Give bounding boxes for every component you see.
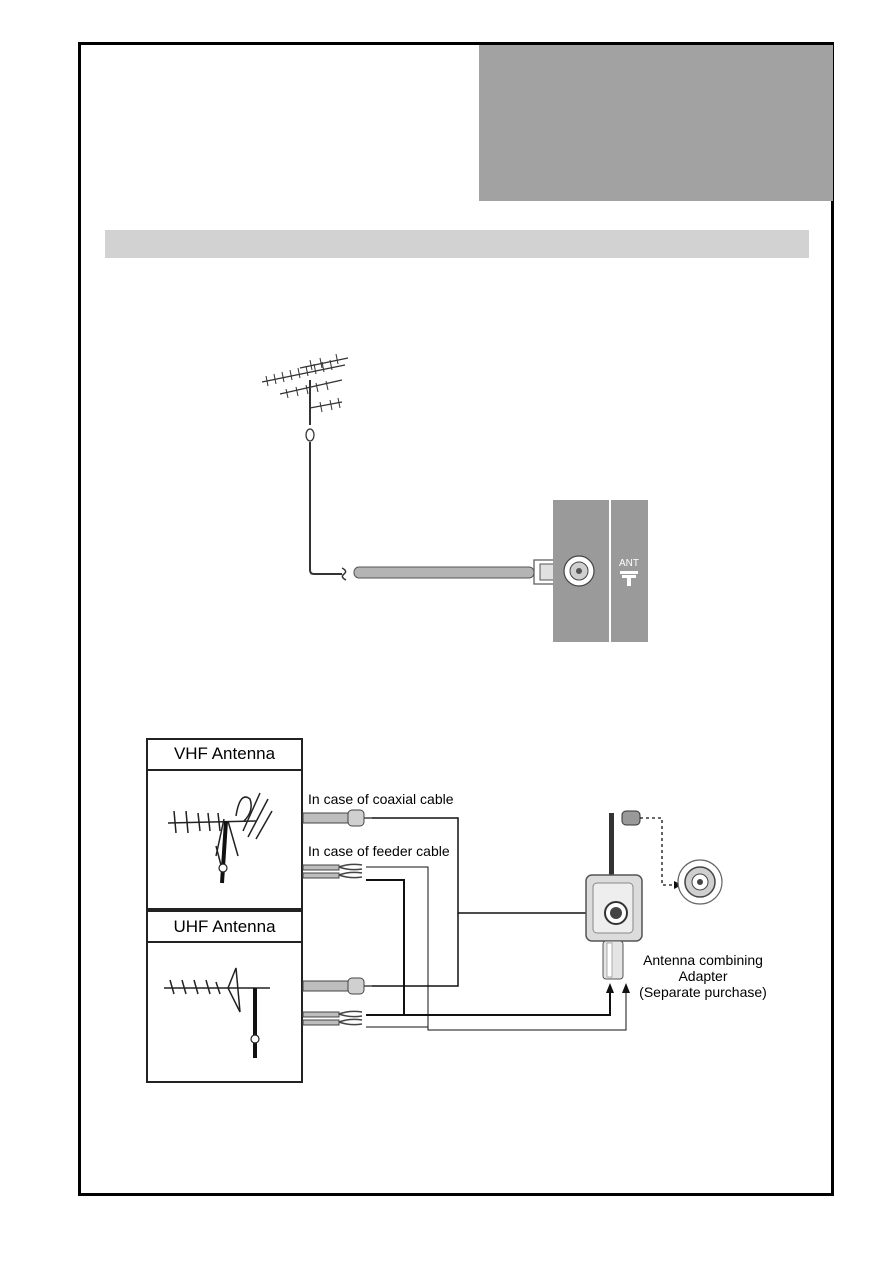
section-bar [105, 230, 809, 258]
uhf-antenna-icon [164, 967, 270, 1058]
vhf-antenna-title: VHF Antenna [173, 744, 276, 763]
uhf-feeder-plug [302, 1010, 363, 1026]
antenna-combining-adapter [585, 810, 682, 980]
antenna-symbol-icon [620, 571, 638, 586]
coaxial-cable [353, 566, 535, 579]
cable-routing-diagram [302, 809, 723, 1031]
adapter-label-line3: (Separate purchase) [639, 984, 767, 1000]
header-block [479, 45, 833, 201]
uhf-coax-plug [302, 977, 372, 995]
tv-rear-panel: ANT [553, 500, 648, 642]
outdoor-antenna-icon [261, 353, 349, 442]
tv-antenna-jack [677, 859, 723, 905]
vhf-coax-plug [302, 809, 372, 827]
uhf-antenna-title: UHF Antenna [173, 917, 276, 936]
uhf-antenna-box [146, 910, 303, 1083]
vhf-antenna-box [146, 738, 303, 910]
feeder-cable-label: In case of feeder cable [308, 843, 450, 859]
page-frame [78, 42, 834, 1196]
vhf-feeder-plug [302, 863, 363, 879]
antenna-cable [309, 442, 342, 575]
vhf-antenna-icon [167, 792, 273, 884]
coaxial-cable-label: In case of coaxial cable [308, 791, 454, 807]
ant-label: ANT [619, 558, 639, 569]
adapter-label-line1: Antenna combining [643, 952, 763, 968]
adapter-label-line2: Adapter [678, 968, 728, 984]
antenna-connection-diagram: ANT [261, 353, 648, 642]
